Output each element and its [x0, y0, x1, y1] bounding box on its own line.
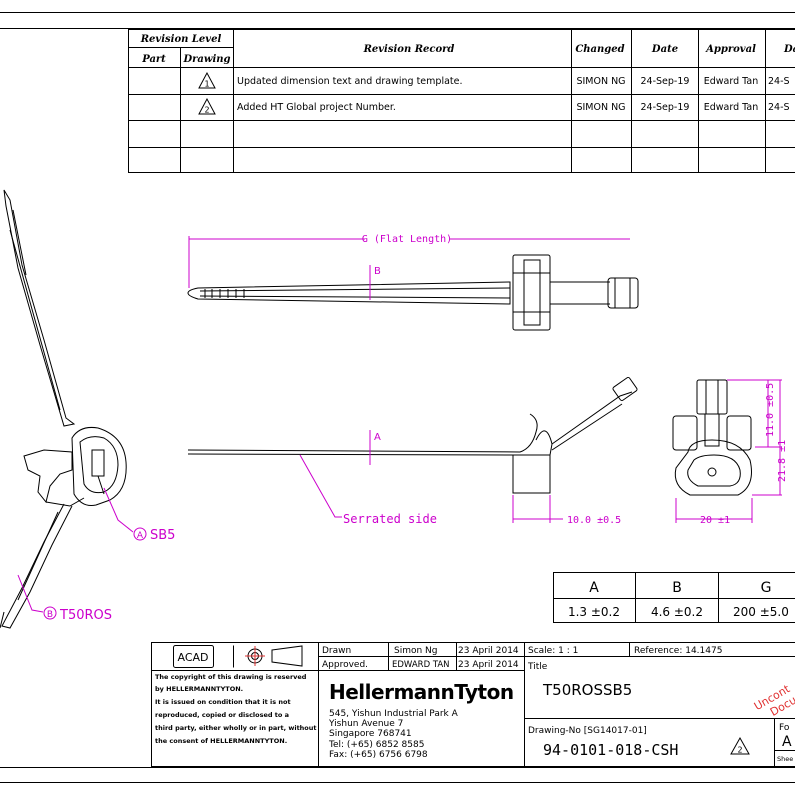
svg-text:by HELLERMANNTYTON.: by HELLERMANNTYTON. — [155, 685, 243, 693]
dimension-table: A B G 1.3 ±0.2 4.6 ±0.2 200 ±5.0 — [553, 572, 795, 623]
callout-sb5: SB5 — [150, 528, 175, 543]
revision-changed: SIMON NG — [576, 76, 625, 87]
scale-label: Scale: 1 : 1 — [528, 646, 578, 656]
svg-text:545, Yishun Industrial Park A: 545, Yishun Industrial Park A — [329, 709, 459, 719]
copyright-notice: The copyright of this drawing is reserve… — [155, 673, 317, 745]
flat-length-label: G (Flat Length) — [362, 234, 452, 245]
drawing-no-label: Drawing-No [SG14017-01] — [528, 726, 647, 736]
dim-value-g: 200 ±5.0 — [733, 605, 789, 619]
title-label: Title — [527, 662, 548, 672]
revision-date: 24-Sep-19 — [641, 102, 690, 113]
revision-level-header: Revision Level — [140, 34, 222, 45]
format-label: Fo — [779, 723, 790, 733]
reference-label: Reference: 14.1475 — [634, 646, 722, 656]
section-a-label: A — [374, 432, 381, 443]
isometric-view — [0, 189, 127, 629]
format-value: A — [782, 734, 792, 750]
revision-record: Added HT Global project Number. — [237, 102, 396, 113]
drawn-date: 23 April 2014 — [458, 646, 519, 656]
approved-by: EDWARD TAN — [392, 660, 450, 670]
date2-header: Da — [783, 44, 795, 55]
drawing-revision-triangle-icon: 2 — [730, 736, 750, 755]
revision-date2: 24-S — [768, 76, 790, 87]
approval-header: Approval — [705, 44, 756, 55]
revision-date2: 24-S — [768, 102, 790, 113]
end-view — [672, 379, 752, 496]
drawing-number: 94-0101-018-CSH — [543, 741, 678, 759]
svg-text:the consent of HELLERMANNTYTON: the consent of HELLERMANNTYTON. — [155, 737, 287, 745]
svg-text:B: B — [47, 610, 53, 620]
dim-value-a: 1.3 ±0.2 — [568, 605, 620, 619]
revision-triangle-icon: 2 — [198, 97, 216, 115]
svg-text:2: 2 — [737, 746, 742, 755]
sheet-label: Shee — [777, 755, 793, 763]
end-view-dimension — [675, 379, 782, 523]
top-view — [187, 254, 639, 331]
callout-b: B T50ROS — [43, 606, 112, 623]
dim-value-b: 4.6 ±0.2 — [651, 605, 703, 619]
part-header: Part — [141, 54, 166, 65]
svg-text:Tel: (+65) 6852 8585: Tel: (+65) 6852 8585 — [328, 740, 424, 750]
company-address: 545, Yishun Industrial Park A Yishun Ave… — [328, 709, 459, 760]
svg-text:Singapore 768741: Singapore 768741 — [329, 729, 412, 739]
drawn-label: Drawn — [322, 646, 351, 656]
side-view — [187, 376, 638, 494]
approved-date: 23 April 2014 — [458, 660, 519, 670]
acad-label: ACAD — [177, 651, 208, 664]
side-view-dimension — [299, 430, 563, 523]
svg-text:Fax: (+65) 6756 6798: Fax: (+65) 6756 6798 — [329, 750, 428, 760]
company-logo: HellermannTyton — [329, 680, 514, 704]
revision-changed: SIMON NG — [576, 102, 625, 113]
dim-20-label: 20 ±1 — [700, 515, 730, 526]
svg-text:reproduced, copied or disclose: reproduced, copied or disclosed to a — [155, 711, 289, 719]
serrated-side-label: Serrated side — [343, 512, 437, 526]
svg-text:It is issued on condition that: It is issued on condition that it is not — [155, 698, 291, 706]
callout-t50ros: T50ROS — [59, 608, 112, 623]
revision-table: Revision Level Part Drawing Revision Rec… — [128, 29, 795, 173]
svg-text:A: A — [137, 531, 144, 541]
title-block: ACAD Drawn Simon Ng 23 April 2014 Approv… — [151, 642, 795, 767]
revision-record-header: Revision Record — [363, 44, 455, 55]
callout-a: A SB5 — [133, 527, 175, 543]
top-view-dimension — [188, 236, 630, 300]
approved-label: Approved. — [322, 660, 368, 670]
dim-header-b: B — [672, 580, 682, 596]
dim-header-a: A — [589, 580, 599, 596]
dim-10-label: 10.0 ±0.5 — [567, 515, 621, 526]
svg-text:2: 2 — [204, 106, 209, 115]
revision-record: Updated dimension text and drawing templ… — [237, 76, 463, 87]
projection-symbol-icon — [245, 645, 303, 667]
revision-approval: Edward Tan — [704, 102, 759, 113]
revision-triangle-icon: 1 — [198, 71, 216, 89]
drawing-title: T50ROSSB5 — [542, 681, 632, 699]
revision-row: 1 Updated dimension text and drawing tem… — [198, 71, 790, 89]
iso-leaders — [17, 487, 134, 613]
sheet-frame — [0, 12, 795, 783]
svg-text:Yishun Avenue 7: Yishun Avenue 7 — [328, 719, 403, 729]
dim-21-label: 21.8 ±1 — [777, 440, 788, 482]
svg-text:1: 1 — [204, 80, 209, 89]
revision-approval: Edward Tan — [704, 76, 759, 87]
date-header: Date — [651, 44, 678, 55]
revision-date: 24-Sep-19 — [641, 76, 690, 87]
drawing-header: Drawing — [182, 54, 230, 65]
section-b-label: B — [374, 266, 381, 277]
svg-text:The copyright of this drawing: The copyright of this drawing is reserve… — [155, 673, 307, 681]
drawn-by: Simon Ng — [394, 646, 438, 656]
dim-header-g: G — [761, 580, 772, 596]
svg-text:third party, either wholly or: third party, either wholly or in part, w… — [155, 724, 317, 732]
dim-11-label: 11.0 ±0.5 — [765, 383, 776, 437]
uncontrolled-stamp: Uncont Docu — [752, 682, 795, 719]
changed-header: Changed — [575, 44, 624, 55]
revision-row: 2 Added HT Global project Number. SIMON … — [198, 97, 790, 115]
